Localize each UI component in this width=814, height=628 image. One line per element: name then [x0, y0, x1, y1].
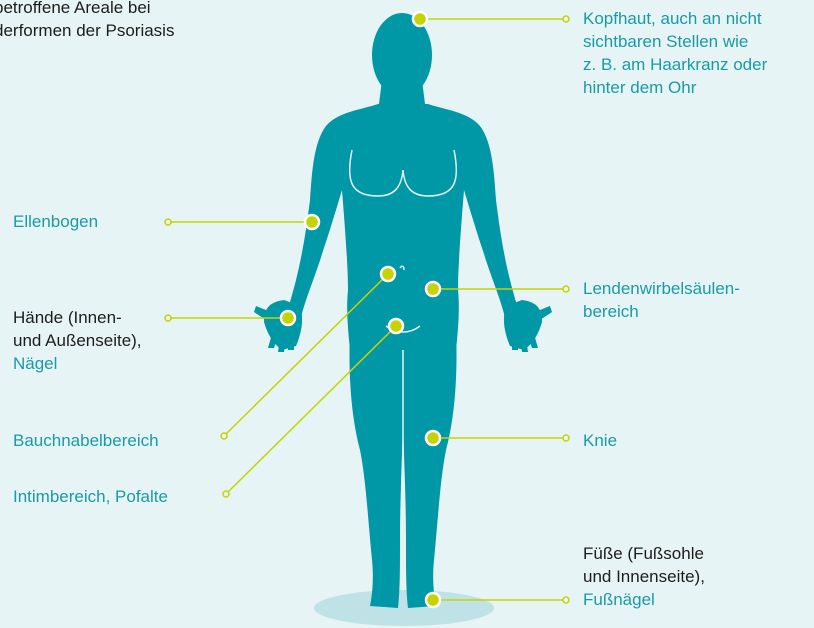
label-haende-line-2: und Außenseite), [13, 329, 142, 352]
marker-ellenbogen [305, 215, 319, 229]
leader-end-bauchnabel [221, 433, 227, 439]
label-kopfhaut-line-2: sichtbaren Stellen wie [583, 30, 767, 53]
leader-end-fuesse [563, 597, 569, 603]
label-fuesse-line-1: Füße (Fußsohle [583, 542, 705, 565]
marker-kopfhaut [413, 12, 427, 26]
label-kopfhaut: Kopfhaut, auch an nicht sichtbaren Stell… [583, 7, 767, 99]
label-haende: Hände (Innen- und Außenseite), Nägel [13, 306, 142, 375]
floor-shadow [314, 590, 494, 626]
label-haende-line-3: Nägel [13, 352, 142, 375]
marker-intim [389, 319, 403, 333]
label-lenden: Lendenwirbelsäulen- bereich [583, 277, 740, 323]
leader-end-ellenbogen [165, 219, 171, 225]
title-line-2: derformen der Psoriasis [0, 19, 234, 42]
label-ellenbogen: Ellenbogen [13, 210, 98, 233]
leader-end-haende [165, 315, 171, 321]
leader-end-knie [563, 435, 569, 441]
label-fuesse: Füße (Fußsohle und Innenseite), Fußnägel [583, 542, 705, 611]
diagram-title: betroffene Areale bei derformen der Psor… [0, 0, 234, 42]
title-line-1: betroffene Areale bei [0, 0, 234, 19]
label-bauchnabel: Bauchnabelbereich [13, 429, 159, 452]
leader-end-intim [223, 491, 229, 497]
label-lenden-line-2: bereich [583, 300, 740, 323]
label-kopfhaut-line-1: Kopfhaut, auch an nicht [583, 7, 767, 30]
marker-knie [426, 431, 440, 445]
label-kopfhaut-line-4: hinter dem Ohr [583, 76, 767, 99]
marker-fuesse [426, 593, 440, 607]
marker-bauchnabel [381, 267, 395, 281]
label-intim: Intimbereich, Pofalte [13, 485, 168, 508]
label-lenden-line-1: Lendenwirbelsäulen- [583, 277, 740, 300]
leader-end-kopfhaut [563, 16, 569, 22]
label-haende-line-1: Hände (Innen- [13, 306, 142, 329]
marker-haende [281, 311, 295, 325]
leader-end-lenden [563, 286, 569, 292]
label-fuesse-line-3: Fußnägel [583, 588, 705, 611]
label-knie: Knie [583, 429, 617, 452]
marker-lenden [426, 282, 440, 296]
label-fuesse-line-2: und Innenseite), [583, 565, 705, 588]
label-kopfhaut-line-3: z. B. am Haarkranz oder [583, 53, 767, 76]
